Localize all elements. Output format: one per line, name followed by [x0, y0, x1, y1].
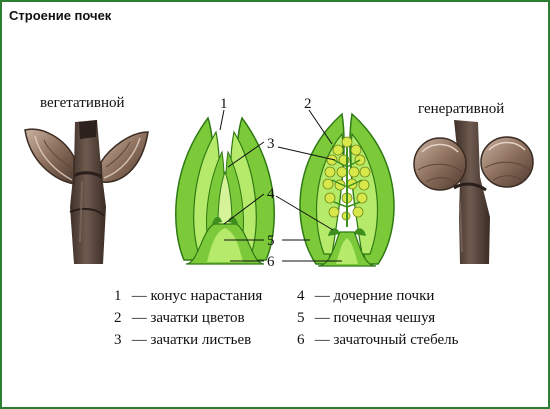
vegetative-bud-section [175, 116, 275, 265]
legend-number-1: 1 [114, 288, 122, 304]
label-3: 3 [267, 136, 275, 152]
generative-bud-left [413, 137, 467, 191]
legend-text-4: — дочерние почки [314, 288, 435, 304]
legend-item-2: 2 — зачатки цветов [114, 310, 245, 327]
vegetative-bud-right [100, 131, 149, 183]
legend-number-2: 2 [114, 310, 122, 326]
generative-twig [453, 120, 490, 264]
legend-item-1: 1 — конус нарастания [114, 288, 262, 305]
legend-number-6: 6 [297, 332, 305, 348]
generative-bud-section [299, 112, 395, 267]
label-2: 2 [304, 96, 312, 112]
legend-text-5: — почечная чешуя [314, 310, 436, 326]
bud-diagram: 1 2 3 4 5 6 [24, 96, 534, 270]
legend-number-4: 4 [297, 288, 305, 304]
legend-number-5: 5 [297, 310, 305, 326]
vegetative-bud-left [24, 128, 75, 185]
legend-item-3: 3 — зачатки листьев [114, 332, 251, 349]
label-5: 5 [267, 233, 275, 249]
caption-generative: генеративной [418, 101, 505, 117]
legend-item-6: 6 — зачаточный стебель [297, 332, 458, 349]
vegetative-twig [69, 120, 107, 264]
legend-text-1: — конус нарастания [131, 288, 263, 304]
legend-item-5: 5 — почечная чешуя [297, 310, 435, 327]
legend-text-2: — зачатки цветов [131, 310, 245, 326]
generative-bud-right [480, 136, 534, 188]
label-6: 6 [267, 254, 275, 270]
legend-number-3: 3 [114, 332, 122, 348]
legend-text-6: — зачаточный стебель [314, 332, 459, 348]
figure-title: Строение почек [9, 8, 112, 23]
label-1: 1 [220, 96, 228, 112]
legend-item-4: 4 — дочерние почки [297, 288, 434, 305]
legend-text-3: — зачатки листьев [131, 332, 252, 348]
caption-vegetative: вегетативной [40, 95, 125, 111]
leader-lines [219, 109, 342, 262]
label-4: 4 [267, 186, 275, 202]
